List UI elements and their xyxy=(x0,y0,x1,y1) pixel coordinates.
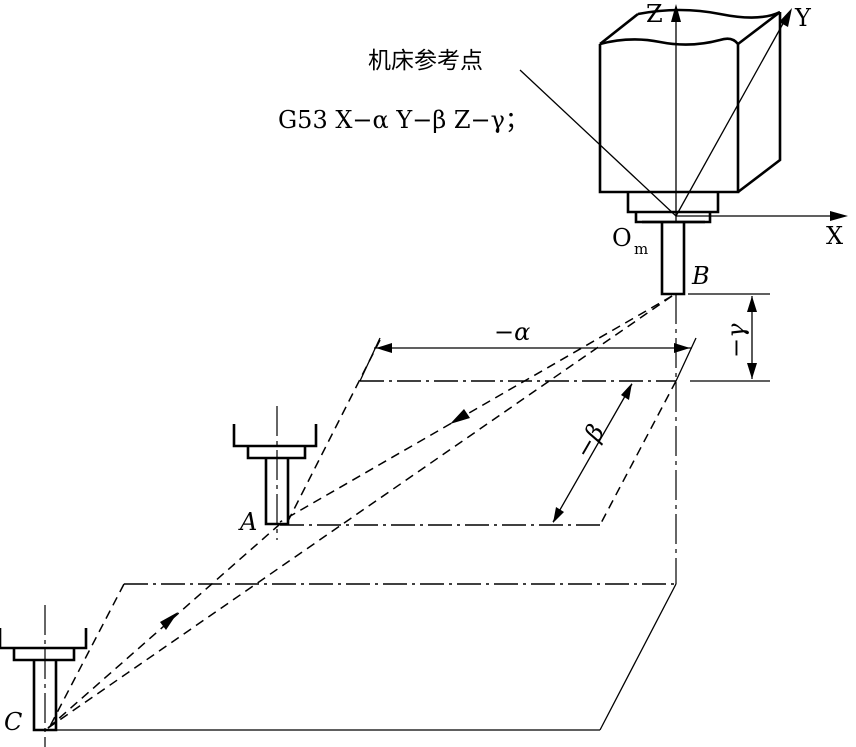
origin-label: O xyxy=(612,224,632,252)
axis-x-label: X xyxy=(826,222,843,250)
dimension-alpha xyxy=(359,337,697,382)
upper-plane xyxy=(280,339,677,526)
g53-command-label: G53 X−α Y−β Z−γ； xyxy=(278,106,529,134)
dimension-gamma xyxy=(688,293,770,382)
spindle-head xyxy=(598,8,782,296)
dimension-beta xyxy=(552,383,633,523)
alpha-dimension-label: −α xyxy=(494,318,530,346)
path-c xyxy=(47,295,673,729)
axis-y-label: Y xyxy=(794,4,812,32)
point-c-label: C xyxy=(4,708,22,736)
lower-plane xyxy=(47,583,677,731)
point-b-label: B xyxy=(691,262,710,290)
origin-subscript: m xyxy=(634,240,648,258)
machine-axes xyxy=(671,4,848,584)
axis-z-label: Z xyxy=(646,0,663,28)
reference-point-leader xyxy=(519,69,677,217)
tool-a xyxy=(232,406,318,540)
gamma-dimension-label: −γ xyxy=(722,323,750,358)
reference-point-label: 机床参考点 xyxy=(368,48,483,74)
point-a-label: A xyxy=(238,508,257,536)
tool-c xyxy=(0,605,88,747)
path-b-to-a xyxy=(279,295,673,523)
beta-dimension-label: −β xyxy=(569,420,610,463)
